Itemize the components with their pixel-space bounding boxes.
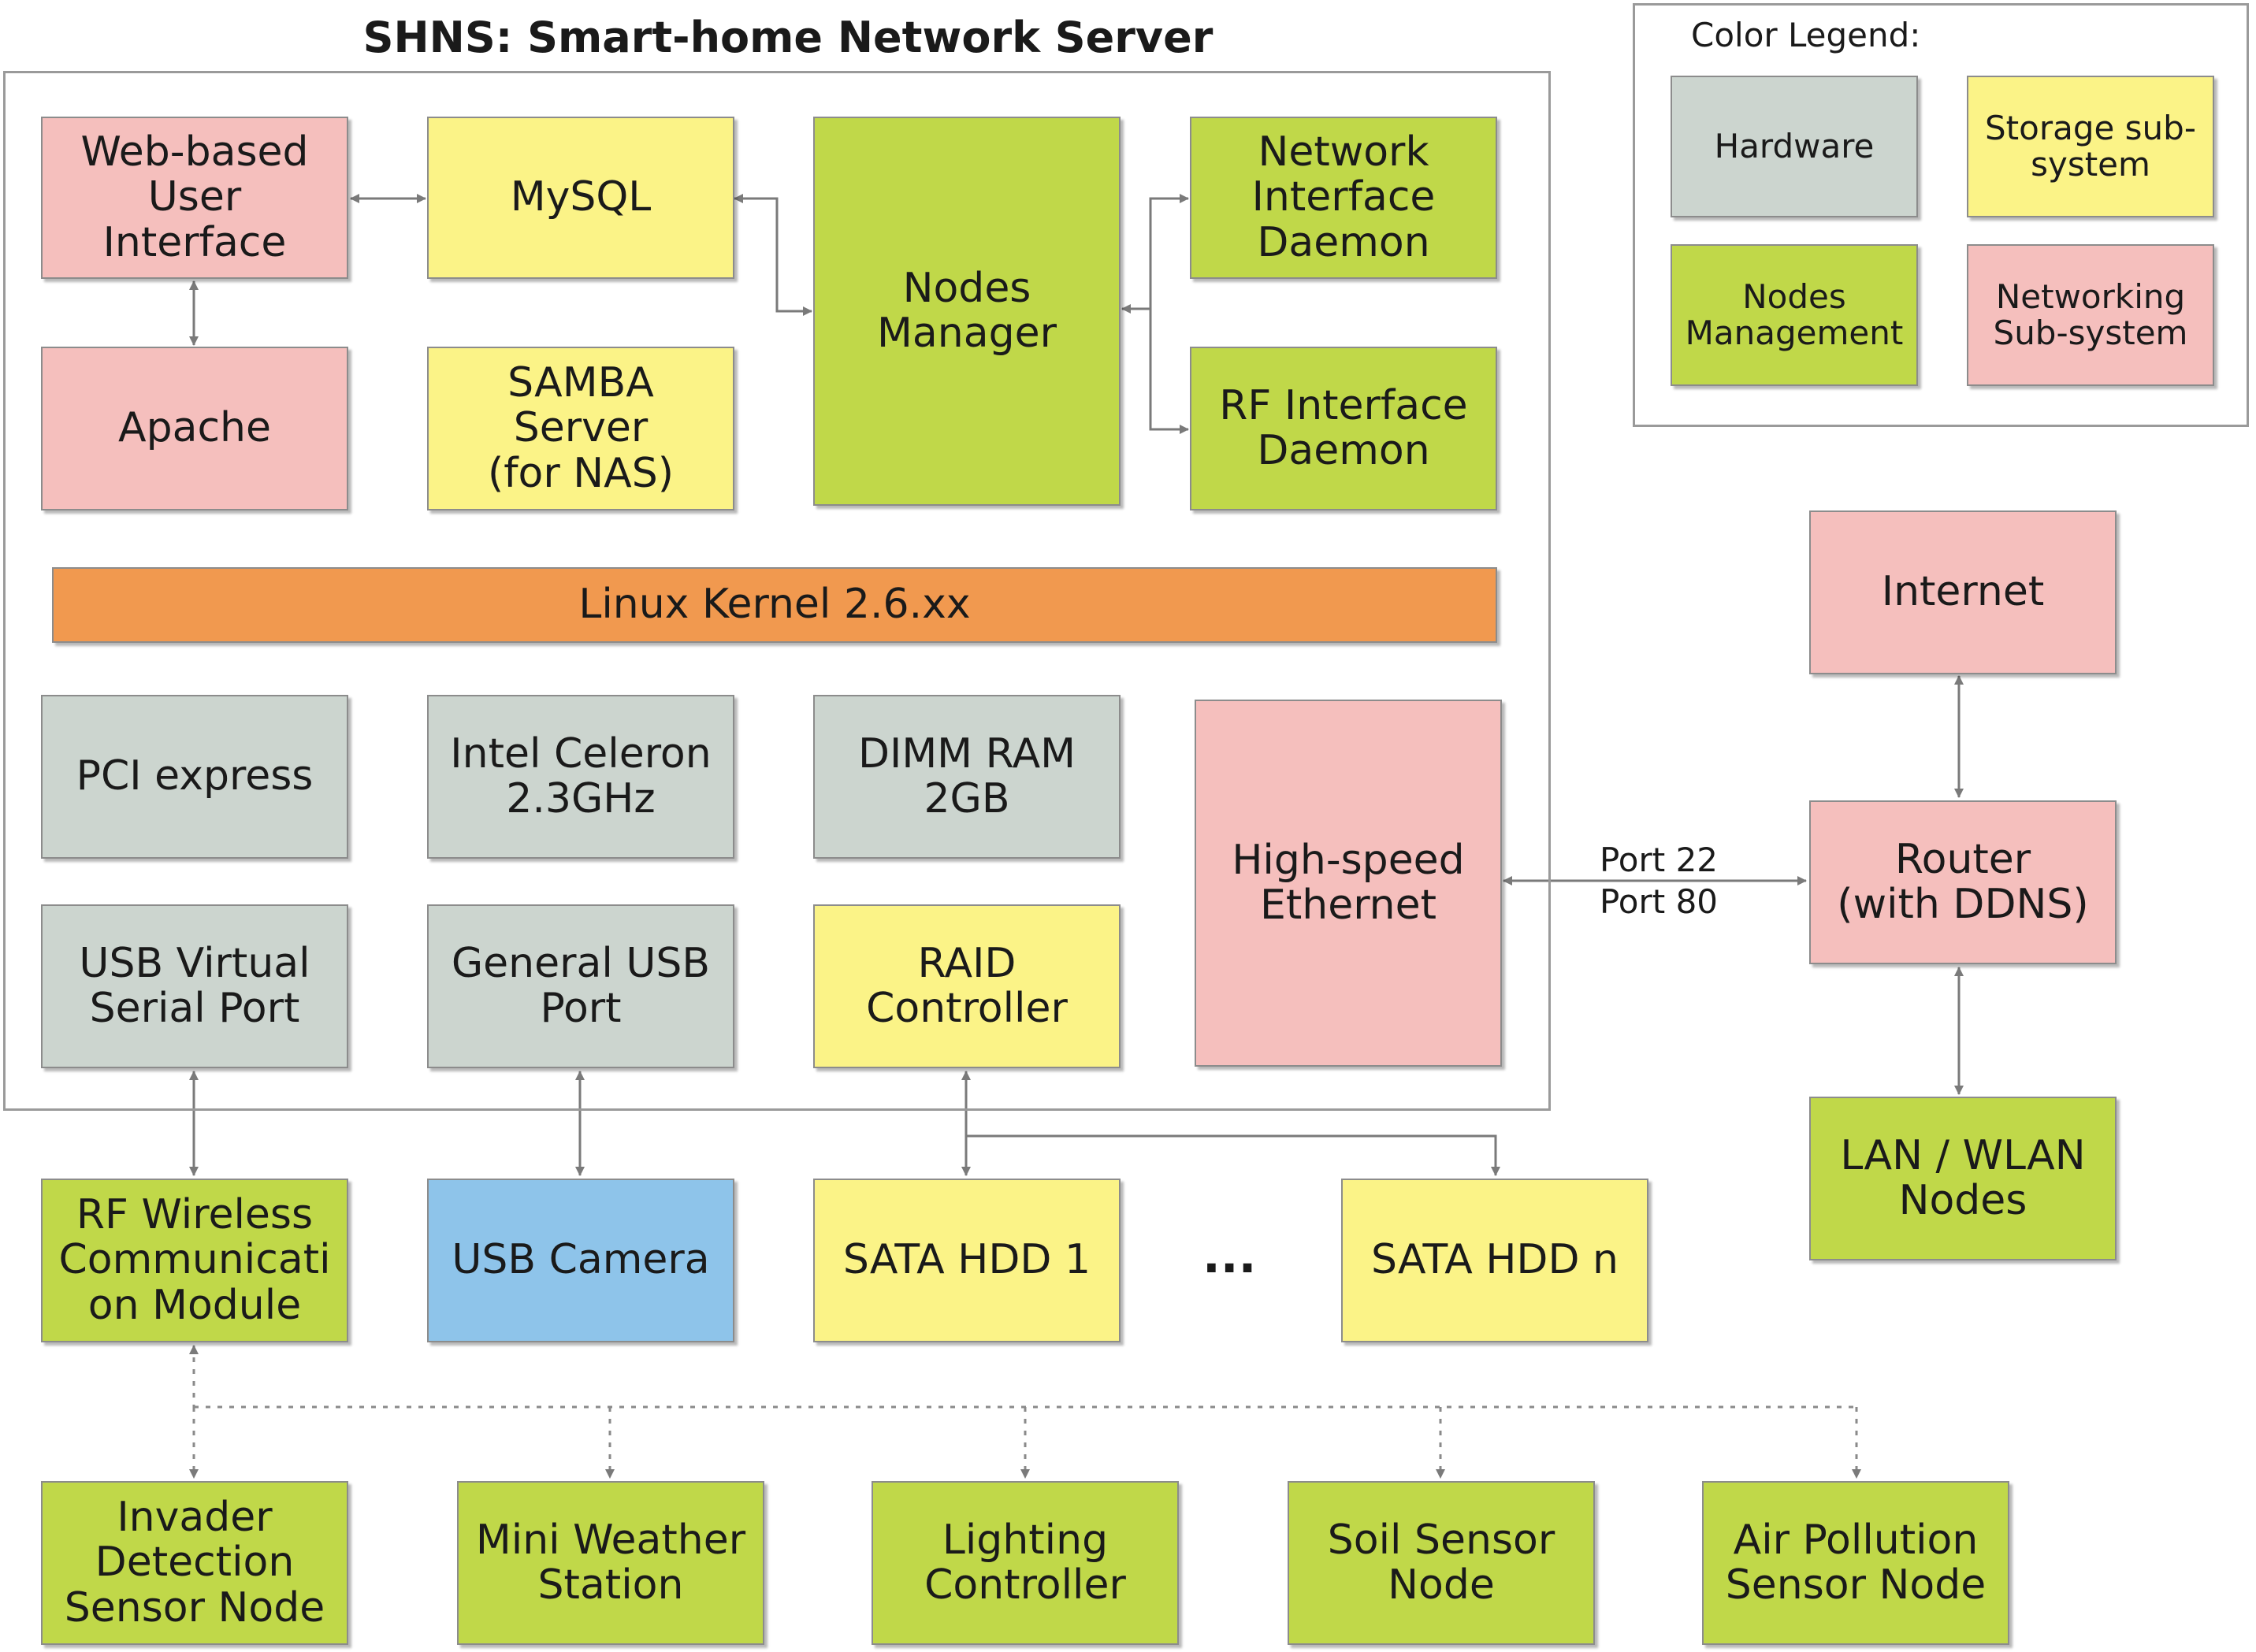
legend-hardware: Hardware (1671, 76, 1918, 217)
color-legend (1633, 3, 2249, 427)
linux-kernel-bar: Linux Kernel 2.6.xx (52, 567, 1497, 643)
internet-box: Internet (1809, 510, 2117, 674)
hdd-ellipsis: ... (1202, 1229, 1257, 1284)
web-ui-box: Web-based User Interface (41, 117, 348, 279)
legend-nodes-management: Nodes Management (1671, 244, 1918, 386)
samba-server-box: SAMBA Server (for NAS) (427, 347, 734, 510)
lan-wlan-nodes-box: LAN / WLAN Nodes (1809, 1097, 2117, 1260)
pci-express-box: PCI express (41, 695, 348, 859)
sata-hdd-n-box: SATA HDD n (1341, 1179, 1648, 1342)
air-pollution-sensor-node-box: Air Pollution Sensor Node (1702, 1481, 2009, 1645)
invader-detection-node-box: Invader Detection Sensor Node (41, 1481, 348, 1645)
nodes-manager-network-daemon-link (1149, 194, 1189, 309)
intel-celeron-box: Intel Celeron 2.3GHz (427, 695, 734, 859)
sata-hdd-1-box: SATA HDD 1 (813, 1179, 1121, 1342)
mysql-nodes-manager-link (734, 194, 812, 316)
network-interface-daemon-box: Network Interface Daemon (1190, 117, 1497, 279)
raid-hddn-link (966, 1134, 1500, 1176)
usb-camera-box: USB Camera (427, 1179, 734, 1342)
dimm-ram-box: DIMM RAM 2GB (813, 695, 1121, 859)
soil-sensor-node-box: Soil Sensor Node (1288, 1481, 1595, 1645)
rf-interface-daemon-box: RF Interface Daemon (1190, 347, 1497, 510)
diagram-title: SHNS: Smart-home Network Server (362, 13, 1213, 62)
usb-virtual-serial-port-box: USB Virtual Serial Port (41, 904, 348, 1068)
rf-wireless-module-box: RF Wireless Communicati on Module (41, 1179, 348, 1342)
mysql-box: MySQL (427, 117, 734, 279)
port-labels: Port 22 Port 80 (1599, 841, 1719, 921)
raid-controller-box: RAID Controller (813, 904, 1121, 1068)
nodes-manager-rf-daemon-link (1149, 309, 1189, 434)
legend-networking: Networking Sub-system (1967, 244, 2214, 386)
general-usb-port-box: General USB Port (427, 904, 734, 1068)
legend-heading: Color Legend: (1691, 16, 1921, 54)
legend-storage: Storage sub- system (1967, 76, 2214, 217)
high-speed-ethernet-box: High-speed Ethernet (1195, 700, 1502, 1067)
lighting-controller-box: Lighting Controller (872, 1481, 1179, 1645)
apache-box: Apache (41, 347, 348, 510)
server-frame (3, 71, 1551, 1111)
nodes-manager-box: Nodes Manager (813, 117, 1121, 506)
mini-weather-station-box: Mini Weather Station (457, 1481, 764, 1645)
router-box: Router (with DDNS) (1809, 800, 2117, 964)
